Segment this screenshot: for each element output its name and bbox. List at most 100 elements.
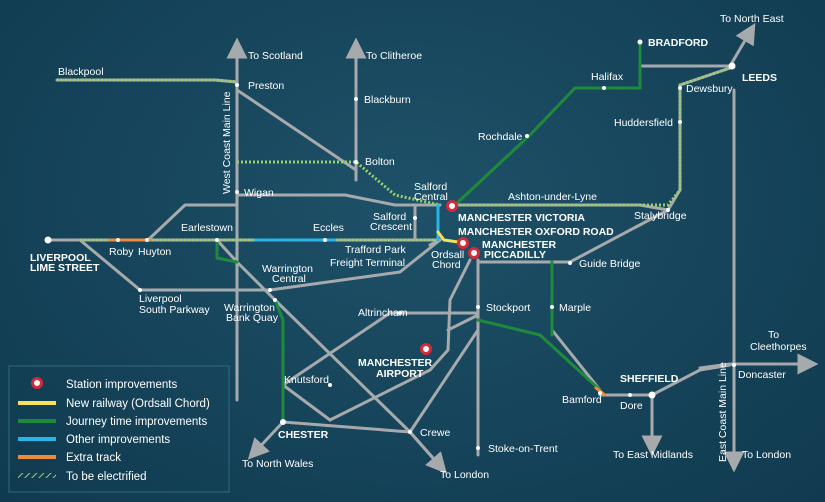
- label-manchester-victoria: MANCHESTER VICTORIA: [458, 212, 585, 224]
- line-airport-loop: [446, 313, 480, 332]
- line-chester-northwales: [247, 420, 285, 460]
- label-manchester-airport-2: AIRPORT: [376, 368, 424, 380]
- label-wcml: West Coast Main Line: [221, 91, 233, 194]
- label-blackburn: Blackburn: [364, 94, 411, 106]
- legend: Station improvements New railway (Ordsal…: [8, 365, 230, 493]
- line-crewe-london: [408, 430, 442, 468]
- dot-sheffield: [648, 391, 656, 399]
- label-chester: CHESTER: [278, 429, 329, 441]
- station-dots: [44, 39, 736, 450]
- dot-leeds: [728, 62, 736, 70]
- label-to-cleethorpes-2: Cleethorpes: [750, 341, 807, 353]
- label-manchester-airport-1: MANCHESTER: [358, 357, 433, 369]
- label-trafford-park-2: Freight Terminal: [330, 257, 405, 269]
- label-liverpool-2: LIME STREET: [30, 262, 100, 274]
- label-crewe: Crewe: [420, 427, 451, 439]
- dot-bradford: [637, 39, 643, 45]
- line-knutsford: [281, 383, 332, 422]
- label-salford-central-2: Central: [414, 191, 448, 203]
- label-halifax: Halifax: [591, 71, 624, 83]
- dot-huddersfield: [678, 120, 682, 124]
- label-earlestown: Earlestown: [181, 222, 233, 234]
- label-ordsall-2: Chord: [432, 259, 461, 271]
- legend-station-icon: [31, 377, 43, 389]
- dot-stalybridge: [666, 208, 670, 212]
- label-bradford: BRADFORD: [648, 37, 708, 49]
- dot-altrincham: [398, 311, 402, 315]
- label-sheffield: SHEFFIELD: [620, 373, 679, 385]
- journey-lines: [215, 40, 642, 424]
- dot-bolton: [354, 160, 358, 164]
- label-manchester-oxford-road: MANCHESTER OXFORD ROAD: [458, 226, 614, 238]
- label-marple: Marple: [559, 302, 591, 314]
- label-to-east-midlands: To East Midlands: [613, 449, 693, 461]
- dot-knutsford: [328, 383, 332, 387]
- dot-doncaster: [732, 363, 736, 367]
- label-to-cleethorpes-1: To: [768, 329, 779, 341]
- legend-label-station: Station improvements: [66, 379, 177, 391]
- label-salford-central-1: Salford: [414, 181, 447, 193]
- label-ordsall-1: Ordsall: [431, 249, 464, 261]
- label-liverpool-sp-1: Liverpool: [139, 293, 182, 305]
- label-bolton: Bolton: [365, 156, 395, 168]
- label-preston: Preston: [248, 80, 284, 92]
- dot-guide-bridge: [568, 261, 572, 265]
- label-ecml: East Coast Main Line: [717, 362, 729, 462]
- label-roby: Roby: [109, 246, 134, 258]
- line-preston-bolton: [235, 88, 358, 172]
- label-stalybridge: Stalybridge: [634, 210, 687, 222]
- label-liverpool-sp-2: South Parkway: [139, 304, 210, 316]
- ring-manchester-victoria: [446, 200, 458, 212]
- line-huyton-wigan: [146, 203, 239, 242]
- dot-liverpool: [44, 236, 52, 244]
- journey-calder-valley: [453, 40, 642, 207]
- label-dewsbury: Dewsbury: [686, 83, 733, 95]
- label-manchester-piccadilly-1: MANCHESTER: [482, 239, 557, 251]
- label-warrington-bq-2: Bank Quay: [226, 312, 279, 324]
- label-blackpool: Blackpool: [58, 66, 104, 78]
- legend-label-electrify: To be electrified: [66, 471, 147, 483]
- station-rings: [420, 200, 480, 355]
- legend-electrify-swatch: [18, 473, 56, 478]
- dot-salford-crescent: [413, 216, 417, 220]
- line-leeds-ne: [728, 22, 756, 68]
- labels: To Scotland To Clitheroe To North East B…: [30, 13, 807, 481]
- label-warrington-central-2: Central: [272, 273, 306, 285]
- legend-label-new-railway: New railway (Ordsall Chord): [66, 398, 210, 410]
- label-to-north-east: To North East: [720, 13, 784, 25]
- label-huyton: Huyton: [138, 246, 171, 258]
- label-rochdale: Rochdale: [478, 131, 523, 143]
- ring-manchester-oxford-road: [457, 237, 469, 249]
- dot-roby: [116, 238, 120, 242]
- legend-label-other: Other improvements: [66, 434, 170, 446]
- dot-huyton: [145, 238, 149, 242]
- line-chester-crewe: [281, 420, 412, 434]
- dot-liverpool-sp: [138, 288, 142, 292]
- dot-crewe: [408, 430, 412, 434]
- journey-earlestown: [215, 238, 239, 264]
- dot-halifax: [602, 86, 606, 90]
- dot-preston: [235, 83, 239, 87]
- electrify-transpennine: [455, 66, 731, 207]
- electrify-preston-blackpool: [57, 78, 238, 84]
- label-wigan: Wigan: [244, 187, 274, 199]
- ring-manchester-airport: [420, 343, 432, 355]
- label-huddersfield: Huddersfield: [614, 117, 673, 129]
- dot-warrington-bq: [273, 298, 277, 302]
- journey-hope-valley: [476, 318, 602, 392]
- dot-dore: [628, 393, 632, 397]
- label-to-london-2: To London: [742, 449, 791, 461]
- electrify-bolton: [237, 160, 441, 207]
- label-eccles: Eccles: [313, 222, 344, 234]
- legend-label-extra-track: Extra track: [66, 452, 121, 464]
- legend-label-journey: Journey time improvements: [66, 416, 207, 428]
- label-salford-crescent-2: Crescent: [370, 221, 412, 233]
- new-railway-lines: [436, 230, 460, 244]
- label-trafford-park-1: Trafford Park: [345, 244, 406, 256]
- label-salford-crescent-1: Salford: [373, 211, 406, 223]
- ordsall-chord: [436, 230, 460, 244]
- line-sheffield-cleethorpes: [698, 353, 819, 375]
- label-doncaster: Doncaster: [738, 369, 786, 381]
- label-warrington-central-1: Warrington: [262, 263, 313, 275]
